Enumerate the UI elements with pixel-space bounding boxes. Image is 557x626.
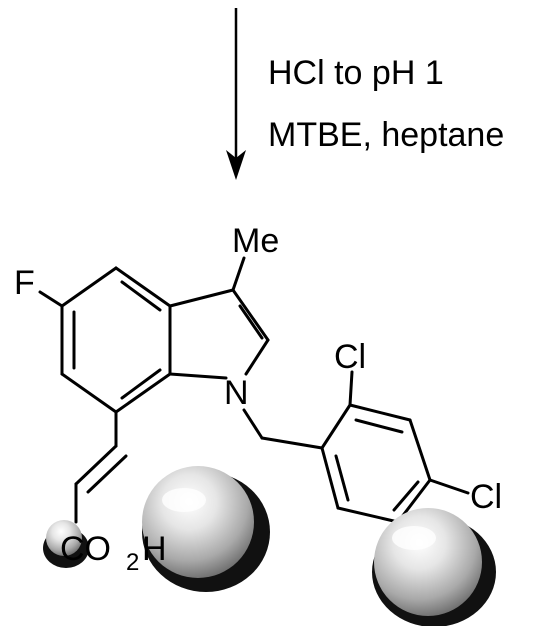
bond (60, 266, 118, 308)
bond (334, 454, 350, 502)
bond (242, 408, 264, 440)
sphere (46, 520, 82, 556)
bond (86, 454, 128, 494)
sphere (374, 508, 482, 616)
arrow-head (226, 150, 246, 180)
atom-label-h: H (142, 530, 167, 568)
bond (392, 480, 420, 512)
bond (238, 304, 264, 340)
bond (120, 368, 162, 400)
atom-label-nitrogen: N (224, 374, 249, 412)
bond (348, 403, 412, 422)
bond (114, 266, 172, 308)
bond (320, 446, 340, 510)
sphere-shine (162, 488, 206, 512)
sphere-shine (392, 526, 436, 550)
bond (120, 280, 162, 312)
atom-label-subscript-2: 2 (126, 549, 139, 576)
atom-label-chlorine-para: Cl (470, 478, 502, 516)
bond (114, 372, 172, 414)
bond (74, 444, 118, 486)
bond (60, 372, 118, 414)
bond (231, 256, 246, 292)
carboxylic-acid-label: CO 2 H (60, 530, 167, 576)
bond (354, 418, 404, 434)
bond (168, 372, 228, 380)
bond (348, 370, 354, 407)
atom-label-co: CO (60, 530, 111, 568)
bond (320, 403, 352, 450)
bond (260, 436, 324, 450)
bond (428, 478, 470, 495)
bond (231, 288, 270, 342)
condition-line-1: HCl to pH 1 (268, 54, 444, 92)
bond (336, 506, 400, 524)
bond (168, 288, 235, 308)
atom-label-methyl: Me (232, 222, 279, 260)
decorative-spheres (43, 466, 496, 626)
bond (38, 290, 64, 308)
bond (408, 418, 432, 482)
atom-label-chlorine-ortho: Cl (334, 338, 366, 376)
molecule-bonds (38, 256, 470, 524)
atom-label-fluorine: F (14, 264, 35, 302)
bond (244, 338, 270, 376)
condition-line-2: MTBE, heptane (268, 116, 504, 154)
